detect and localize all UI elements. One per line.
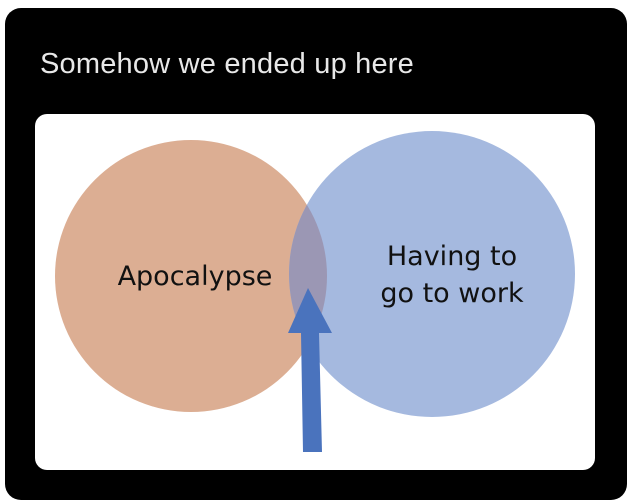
work-label-line2: go to work (380, 278, 524, 309)
arrow-up-icon (288, 288, 332, 452)
venn-diagram (55, 131, 575, 452)
work-circle (289, 131, 575, 417)
post-title: Somehow we ended up here (40, 48, 414, 80)
apocalypse-circle (55, 140, 327, 412)
work-label-line1: Having to (386, 241, 518, 272)
apocalypse-label: Apocalypse (117, 261, 273, 292)
venn-diagram-image: Apocalypse Having to go to work (35, 114, 595, 470)
work-label: Having to go to work (352, 238, 552, 312)
